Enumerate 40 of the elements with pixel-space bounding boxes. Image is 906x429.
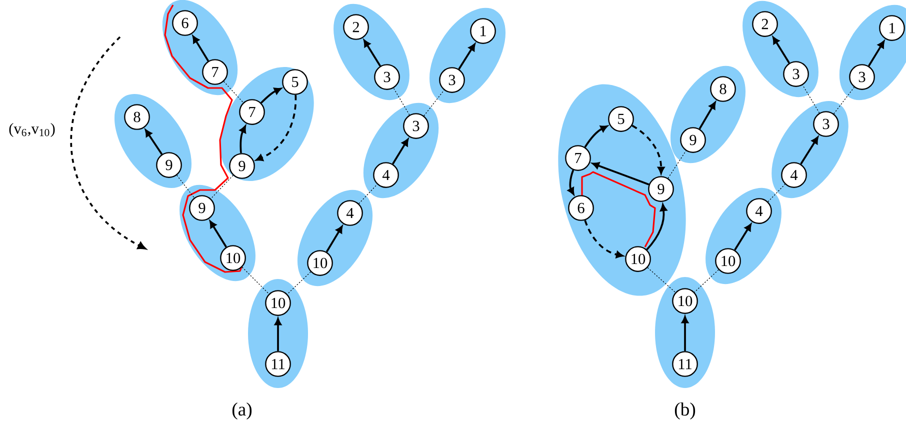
arrow: [326, 226, 343, 252]
arrow: [274, 318, 282, 352]
arrow: [240, 126, 246, 154]
arrow: [392, 138, 409, 164]
connector-line: [647, 267, 676, 293]
arrow: [145, 129, 163, 155]
connector-line: [424, 90, 444, 116]
panel-caption: (a): [232, 402, 252, 420]
arrow: [256, 94, 297, 161]
connector-line: [358, 184, 378, 204]
connector-line: [668, 150, 686, 178]
connector-line: [694, 269, 719, 293]
connector-line: [802, 84, 820, 114]
connector-line: [768, 184, 786, 202]
connector-line: [176, 174, 194, 198]
arrow: [698, 102, 716, 130]
connector-line: [834, 86, 854, 114]
arrow: [734, 224, 752, 250]
arrow: [682, 316, 688, 352]
arrow: [192, 36, 210, 62]
connector-line: [287, 272, 311, 294]
arrow: [260, 88, 282, 104]
arrow: [584, 125, 608, 148]
arrow: [568, 170, 574, 195]
arrow: [364, 40, 381, 66]
arrow: [458, 44, 476, 70]
arrow: [584, 220, 624, 258]
arrow: [868, 40, 885, 66]
arrow: [632, 124, 665, 174]
arrow: [800, 136, 818, 165]
arrow: [772, 36, 790, 64]
arrow: [592, 162, 650, 186]
arrow: [210, 220, 227, 248]
connector-line: [223, 81, 244, 103]
pair-label: (v$_{6}$,v$_{10}$): [9, 123, 55, 137]
connector-line: [242, 266, 270, 294]
panel-caption: (b): [674, 402, 696, 420]
arrow: [646, 204, 667, 250]
connector-line: [393, 88, 410, 116]
connector-line: [210, 175, 234, 199]
